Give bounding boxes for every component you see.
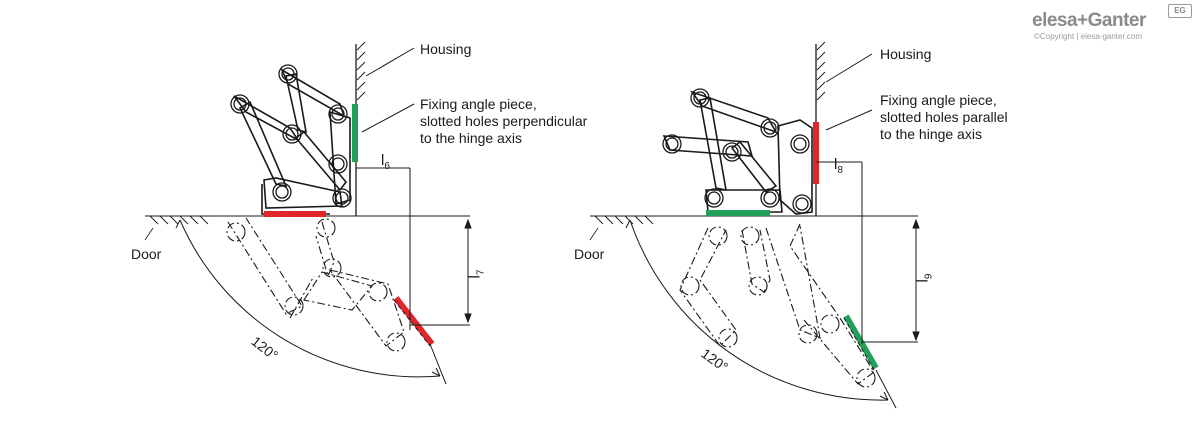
right-angle-arc — [629, 219, 889, 401]
right-fixing-label-2: slotted holes parallel — [880, 109, 1008, 125]
right-fixing-plate-door — [706, 210, 770, 216]
copyright-text: ©Copyright | elesa-ganter.com — [1034, 32, 1143, 41]
left-dim-l7-symbol: l — [466, 275, 484, 279]
left-pivots — [230, 64, 352, 208]
brand-badge: EG — [1168, 4, 1192, 18]
left-fixing-label-3: to the hinge axis — [420, 130, 522, 146]
right-door-label: Door — [574, 246, 605, 262]
right-housing-label: Housing — [880, 46, 932, 62]
left-dim-l7: l7 — [466, 270, 486, 279]
right-fixing-plate-housing — [813, 122, 819, 184]
left-door-line — [144, 215, 470, 241]
right-dim-l9: l9 — [914, 274, 934, 283]
left-fixing-plate-housing — [352, 104, 358, 162]
left-angle-arc — [179, 219, 441, 378]
right-door-panel-open — [843, 314, 879, 370]
right-dim-l9-symbol: l — [914, 279, 932, 283]
right-dim-l8-symbol: l — [834, 156, 838, 173]
left-dim-l6-sub: 6 — [384, 161, 390, 172]
brand-logo-text: elesa+Ganter — [1032, 10, 1146, 31]
left-dim-l6-symbol: l — [381, 152, 385, 169]
right-fixing-label-1: Fixing angle piece, — [880, 92, 997, 108]
left-door-panel-open — [393, 296, 435, 346]
right-door-line — [589, 215, 918, 241]
left-hinge-closed — [233, 68, 351, 215]
right-dim-l9-sub: 9 — [923, 273, 935, 280]
brand-logo: elesa+Ganter EG ©Copyright | elesa-gante… — [1032, 4, 1192, 41]
right-dimension-lines — [816, 161, 920, 344]
left-fixing-plate-door — [264, 211, 326, 217]
right-hinge-open — [679, 223, 876, 388]
left-hinge-open — [226, 217, 406, 352]
left-fixing-label-1: Fixing angle piece, — [420, 96, 537, 112]
right-dim-l8-sub: 8 — [837, 165, 843, 176]
left-door-label: Door — [131, 246, 162, 262]
left-fixing-label-2: slotted holes perpendicular — [420, 113, 588, 129]
right-pivots — [662, 88, 812, 214]
left-dim-l7-sub: 7 — [475, 269, 487, 276]
left-housing-label: Housing — [420, 41, 472, 57]
left-dimension-lines — [356, 167, 472, 330]
right-dim-l8: l8 — [834, 156, 843, 176]
left-figure — [144, 41, 472, 385]
left-dim-l6: l6 — [381, 152, 390, 172]
right-fixing-label-3: to the hinge axis — [880, 126, 982, 142]
right-figure — [589, 41, 920, 409]
